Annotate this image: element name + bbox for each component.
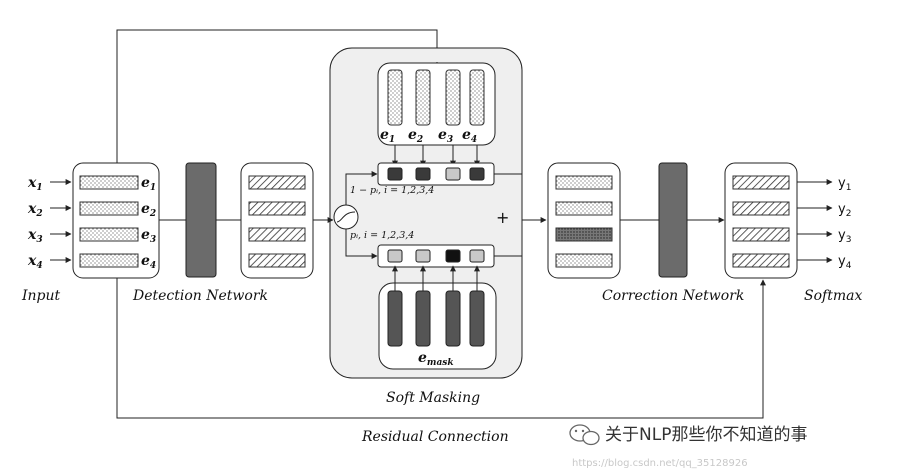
input-tokens: x1 x2 x3 x4 [27,175,72,271]
one-minus-p-label: 1 − pᵢ, i = 1,2,3,4 [350,185,434,196]
masked-input-cell [469,167,485,181]
mask-weighted-cell [445,249,461,263]
detection-hidden-cell [248,201,306,216]
top-embedding-label: e2 [408,127,423,145]
input-embedding-label: e2 [141,201,156,219]
softmax-cell [732,227,790,242]
detection-hidden-cell [248,175,306,190]
mask-embedding-bar [415,290,431,347]
p-label: pᵢ, i = 1,2,3,4 [350,230,414,241]
watermark: 关于NLP那些你不知道的事 https://blog.csdn.net/qq_3… [569,424,807,469]
residual-connection-path [116,29,766,419]
input-embedding-label: e4 [141,253,156,271]
correction-input-cell [555,227,613,242]
p-branch [345,229,378,259]
input-token-2: x2 [27,201,43,219]
input-embedding-cell [79,201,139,216]
top-embedding-bar [415,69,431,126]
output-token-3: y3 [838,228,851,245]
softmax-label: Softmax [804,288,862,304]
output-token-2: y2 [838,202,851,219]
softmax-cell [732,201,790,216]
top-embedding-label: e3 [438,127,453,145]
top-embedding-bar [445,69,461,126]
correction-input-cell [555,253,613,268]
detection-hidden-cell [248,253,306,268]
output-token-4: y4 [838,254,852,271]
mask-embedding-bar [469,290,485,347]
softmax-cell [732,253,790,268]
mask-embedding-bar [387,290,403,347]
merge-lines [494,173,523,257]
wechat-icon [569,424,600,446]
top-embedding-label: e1 [380,127,395,145]
plus-sign: + [496,208,509,227]
output-token-1: y1 [838,176,851,193]
watermark-url: https://blog.csdn.net/qq_35128926 [572,458,748,469]
softmax-box [724,162,798,279]
correction-network-bar [658,162,688,278]
input-embedding-cell [79,227,139,242]
top-embedding-bar [387,69,403,126]
correction-network-label: Correction Network [602,288,744,304]
input-embedding-cell [79,253,139,268]
soft-masking-label: Soft Masking [386,390,480,406]
input-token-1: x1 [27,175,43,193]
mask-embedding-box [378,282,497,370]
mask-weighted-cell [415,249,431,263]
mask-weighted-cell [469,249,485,263]
masked-input-cell [387,167,403,181]
watermark-text: 关于NLP那些你不知道的事 [605,425,807,445]
output-tokens: y1 y2 y3 y4 [797,176,852,271]
sigmoid-icon [333,204,359,230]
input-embedding-cell [79,175,139,190]
input-embedding-label: e1 [141,175,156,193]
detection-network-bar [185,162,217,278]
correction-input-cell [555,175,613,190]
sigmoid-curve [336,211,356,223]
softmax-cell [732,175,790,190]
residual-connection-label: Residual Connection [361,429,509,445]
top-embedding-label: e4 [462,127,477,145]
mask-embedding-label: emask [418,350,454,368]
top-embedding-bar [469,69,485,126]
masked-input-cell [415,167,431,181]
masked-input-cell [445,167,461,181]
input-token-4: x4 [27,253,43,271]
detection-network-label: Detection Network [132,288,268,304]
mask-weighted-cell [387,249,403,263]
input-embedding-label: e3 [141,227,156,245]
correction-input-cell [555,201,613,216]
detection-hidden-cell [248,227,306,242]
input-label: Input [21,288,61,304]
one-minus-p-branch [345,171,378,205]
input-token-3: x3 [27,227,43,245]
mask-embedding-bar [445,290,461,347]
